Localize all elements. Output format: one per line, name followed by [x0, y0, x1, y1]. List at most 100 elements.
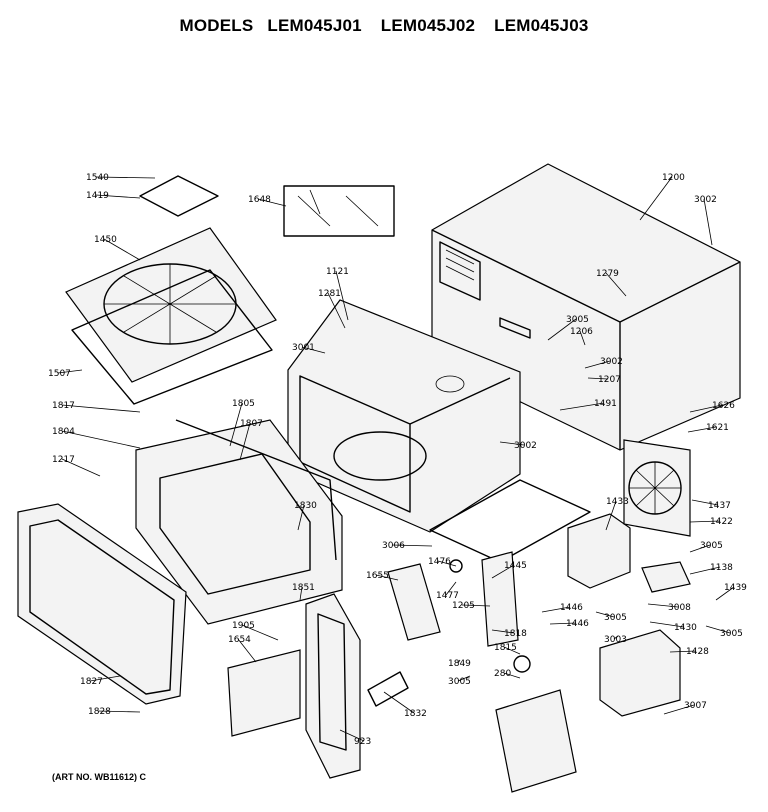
part-number-label: 1439: [724, 583, 747, 593]
leader-line: [689, 544, 711, 553]
part-number-label: 1217: [52, 455, 75, 465]
leader-line: [61, 404, 141, 413]
part-number-label: 1450: [94, 235, 117, 245]
leader-line: [663, 704, 695, 715]
leader-line: [257, 198, 287, 207]
leader-line: [579, 330, 586, 346]
part-number-label: 3005: [604, 613, 627, 623]
leader-line: [595, 611, 615, 618]
leader-line: [339, 729, 365, 742]
leader-line: [457, 659, 461, 664]
leader-line: [335, 270, 349, 321]
leader-line: [327, 292, 346, 329]
leader-line: [689, 566, 721, 575]
part-number-label: 3005: [566, 315, 589, 325]
part-number-label: 1804: [52, 427, 75, 437]
part-number-label: 3002: [694, 195, 717, 205]
door-panel: [17, 503, 187, 705]
leader-line: [89, 675, 121, 682]
leader-line: [383, 691, 415, 714]
leader-line: [391, 544, 433, 547]
part-number-label: 1200: [662, 173, 685, 183]
leader-line: [103, 238, 141, 261]
leader-line: [57, 369, 83, 374]
leader-line: [669, 650, 697, 653]
part-number-label: 1437: [708, 501, 731, 511]
leader-line: [237, 638, 257, 663]
part-number-label: 1138: [710, 563, 733, 573]
part-number-label: 1648: [248, 195, 271, 205]
stirrer-assembly: [65, 175, 395, 405]
leader-line: [503, 672, 521, 679]
part-number-label: 1626: [712, 401, 735, 411]
leader-line: [299, 586, 303, 601]
leader-line: [691, 499, 719, 506]
leader-line: [239, 422, 251, 461]
leader-line: [97, 710, 141, 713]
part-number-label: 1815: [494, 643, 517, 653]
leader-line: [639, 176, 673, 221]
leader-line: [61, 430, 141, 449]
part-number-label: 1507: [48, 369, 71, 379]
leader-line: [703, 198, 713, 246]
part-number-label: 1433: [606, 497, 629, 507]
part-number-label: 1476: [428, 557, 451, 567]
part-number-label: 1851: [292, 583, 315, 593]
part-number-label: 3002: [514, 441, 537, 451]
part-number-label: 1830: [294, 501, 317, 511]
leader-line: [547, 318, 577, 341]
part-number-label: 3007: [684, 701, 707, 711]
leader-line: [297, 504, 305, 531]
leader-line: [584, 360, 611, 369]
leader-line: [457, 675, 471, 682]
base-assembly: [429, 439, 691, 793]
leader-line: [229, 402, 243, 447]
part-number-label: 1828: [88, 707, 111, 717]
part-number-label: 1121: [326, 267, 349, 277]
part-number-label: 1205: [452, 601, 475, 611]
leader-line: [375, 574, 399, 581]
part-number-label: 3003: [604, 635, 627, 645]
part-number-label: 1654: [228, 635, 251, 645]
door-frame: [135, 419, 343, 625]
leader-line: [689, 520, 721, 523]
leader-line: [491, 564, 515, 579]
part-number-label: 1446: [566, 619, 589, 629]
model-number: LEM045J03: [494, 16, 589, 35]
leader-line: [503, 646, 521, 655]
part-number-label: 1279: [596, 269, 619, 279]
part-number-label: 1430: [674, 623, 697, 633]
part-number-label: 1419: [86, 191, 109, 201]
leader-line: [437, 560, 457, 567]
leader-line: [587, 377, 609, 380]
leader-line: [241, 624, 279, 641]
part-number-label: 1207: [598, 375, 621, 385]
leader-line: [689, 404, 723, 413]
part-number-label: 1491: [594, 399, 617, 409]
part-number-label: 1905: [232, 621, 255, 631]
leader-line: [549, 622, 577, 625]
part-number-label: 3005: [448, 677, 471, 687]
leader-line: [647, 603, 679, 608]
leader-line: [613, 635, 619, 640]
leader-line: [649, 621, 685, 628]
part-number-label: 3002: [600, 357, 623, 367]
part-number-label: 1655: [366, 571, 389, 581]
leader-line: [95, 194, 141, 199]
part-number-label: 3005: [720, 629, 743, 639]
part-number-label: 1428: [686, 647, 709, 657]
leader-line: [95, 176, 156, 179]
leader-line: [705, 625, 731, 634]
part-number-label: 1477: [436, 591, 459, 601]
part-number-label: 1818: [504, 629, 527, 639]
part-number-label: 1827: [80, 677, 103, 687]
leader-line: [541, 606, 571, 613]
part-number-label: 1621: [706, 423, 729, 433]
leader-line: [605, 272, 627, 297]
part-number-label: 3005: [700, 541, 723, 551]
part-number-label: 1817: [52, 401, 75, 411]
